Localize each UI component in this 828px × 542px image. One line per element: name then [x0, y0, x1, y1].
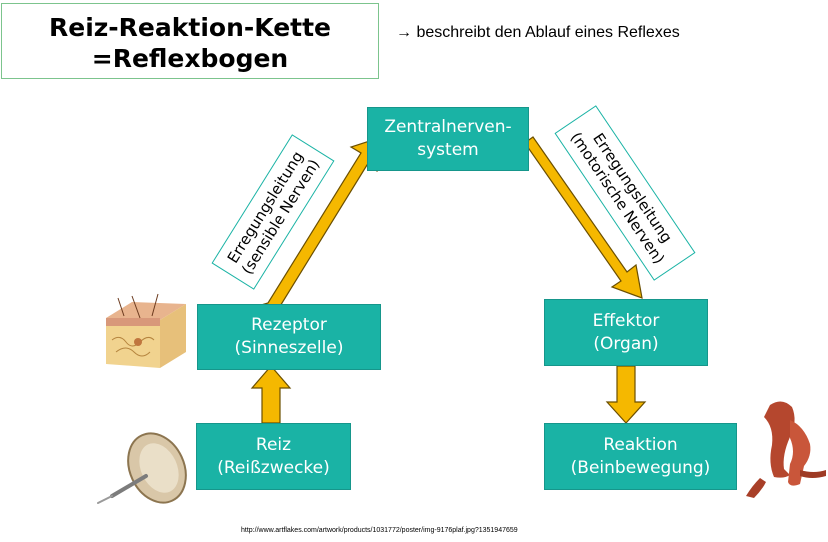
node-zentralnervensystem: Zentralnerven- system	[367, 107, 529, 171]
skin-cross-section-image	[106, 293, 186, 368]
node-reiz-line-1: Reiz	[255, 434, 292, 455]
leg-muscles-image	[746, 401, 826, 498]
node-zns-line-2: system	[417, 140, 479, 160]
node-rezeptor: Rezeptor (Sinneszelle)	[197, 304, 381, 370]
node-reaktion-line-2: (Beinbewegung)	[570, 457, 711, 478]
node-zns-line-1: Zentralnerven-	[384, 117, 512, 137]
node-reaktion: Reaktion (Beinbewegung)	[544, 423, 737, 490]
node-effektor-line-1: Effektor	[592, 310, 660, 331]
image-credit-url: http://www.artflakes.com/artwork/product…	[241, 527, 518, 534]
title-line-2: =Reflexbogen	[91, 44, 289, 73]
arrow-effektor-to-reaktion	[605, 365, 647, 424]
subtitle: → beschreibt den Ablauf eines Reflexes	[396, 24, 680, 41]
node-rezeptor-line-1: Rezeptor	[251, 315, 327, 335]
node-effektor-line-2: (Organ)	[593, 333, 659, 354]
arrow-reiz-to-rezeptor	[250, 365, 292, 424]
node-effektor: Effektor (Organ)	[544, 299, 708, 366]
arrow-zns-to-effektor	[518, 136, 643, 299]
node-reiz-line-2: (Reißzwecke)	[217, 457, 330, 478]
title-line-1: Reiz-Reaktion-Kette	[48, 13, 332, 42]
node-rezeptor-line-2: (Sinneszelle)	[234, 338, 344, 358]
thumbtack-image	[97, 432, 187, 504]
node-reaktion-line-1: Reaktion	[603, 434, 678, 455]
node-reiz: Reiz (Reißzwecke)	[196, 423, 351, 490]
title-box: Reiz-Reaktion-Kette =Reflexbogen	[1, 3, 379, 79]
